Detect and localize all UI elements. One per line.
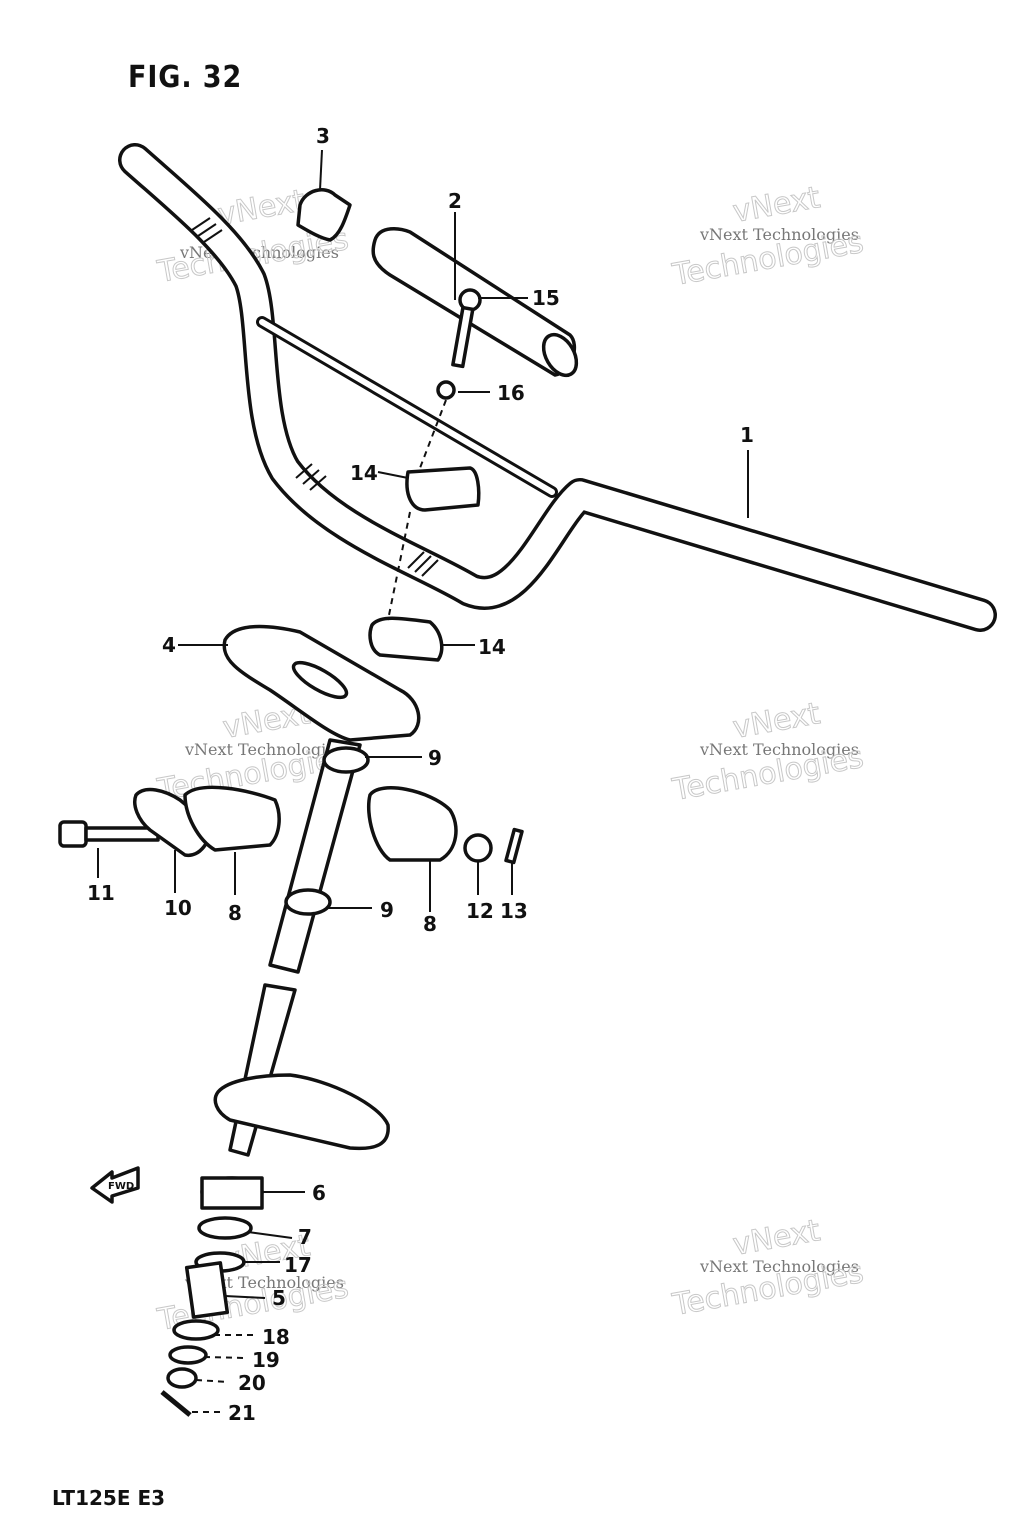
- callout-14b: 14: [478, 635, 506, 659]
- svg-text:vNext Technologies: vNext Technologies: [699, 740, 859, 759]
- clamp-plate: [133, 787, 212, 857]
- callout-8b: 8: [423, 912, 437, 936]
- shaft-holder-left: [183, 785, 281, 852]
- pad-bolt: [451, 288, 482, 369]
- callout-14a: 14: [350, 461, 378, 485]
- callout-3: 3: [316, 124, 330, 148]
- handlebar: [118, 143, 997, 632]
- svg-text:vNext: vNext: [730, 180, 823, 230]
- callout-13: 13: [500, 899, 528, 923]
- steering-lower-bracket: [213, 1073, 390, 1151]
- model-code: LT125E E3: [52, 1486, 166, 1510]
- bracket-slot: [291, 660, 349, 700]
- forward-arrow-icon: FWD: [90, 1166, 140, 1204]
- callout-4: 4: [162, 633, 176, 657]
- callout-2: 2: [448, 189, 462, 213]
- callout-8a: 8: [228, 901, 242, 925]
- leader-lines: [97, 149, 749, 1413]
- callout-21: 21: [228, 1401, 256, 1425]
- callout-9a: 9: [428, 746, 442, 770]
- callout-5: 5: [272, 1286, 286, 1310]
- callout-7: 7: [298, 1225, 312, 1249]
- watermark-4: vNext Technologies vNext Technologies: [669, 696, 867, 809]
- upper-holder-top: [405, 466, 481, 512]
- holder-nut: [463, 833, 493, 863]
- callout-19: 19: [252, 1348, 280, 1372]
- callout-18: 18: [262, 1325, 290, 1349]
- svg-text:vNext Technologies: vNext Technologies: [699, 225, 859, 244]
- svg-text:vNext: vNext: [730, 696, 823, 746]
- callout-6: 6: [312, 1181, 326, 1205]
- callout-11: 11: [87, 881, 115, 905]
- throttle-clamp: [296, 188, 352, 242]
- svg-text:FWD: FWD: [108, 1181, 134, 1192]
- lower-holder: [368, 616, 444, 662]
- callout-10: 10: [164, 896, 192, 920]
- callout-numbers: 1 2 3 4 5 6 7 8 8 9 9 10 11 12 13 14 14 …: [87, 124, 754, 1425]
- callout-20: 20: [238, 1371, 266, 1395]
- callout-1: 1: [740, 423, 754, 447]
- svg-text:vNext: vNext: [730, 1213, 823, 1263]
- svg-text:vNext Technologies: vNext Technologies: [184, 740, 344, 759]
- watermark-2: vNext Technologies vNext Technologies: [669, 180, 867, 294]
- callout-15: 15: [532, 286, 560, 310]
- knurled-band: [191, 217, 439, 577]
- callout-17: 17: [284, 1253, 312, 1277]
- callout-12: 12: [466, 899, 494, 923]
- callout-9b: 9: [380, 898, 394, 922]
- pad-washer: [436, 380, 456, 400]
- callout-16: 16: [497, 381, 525, 405]
- figure-title: FIG. 32: [128, 60, 243, 95]
- watermark-6: vNext Technologies vNext Technologies: [669, 1213, 867, 1324]
- svg-text:vNext Technologies: vNext Technologies: [699, 1257, 859, 1276]
- shaft-holder-right: [367, 786, 458, 862]
- cotter-pin: [504, 827, 524, 865]
